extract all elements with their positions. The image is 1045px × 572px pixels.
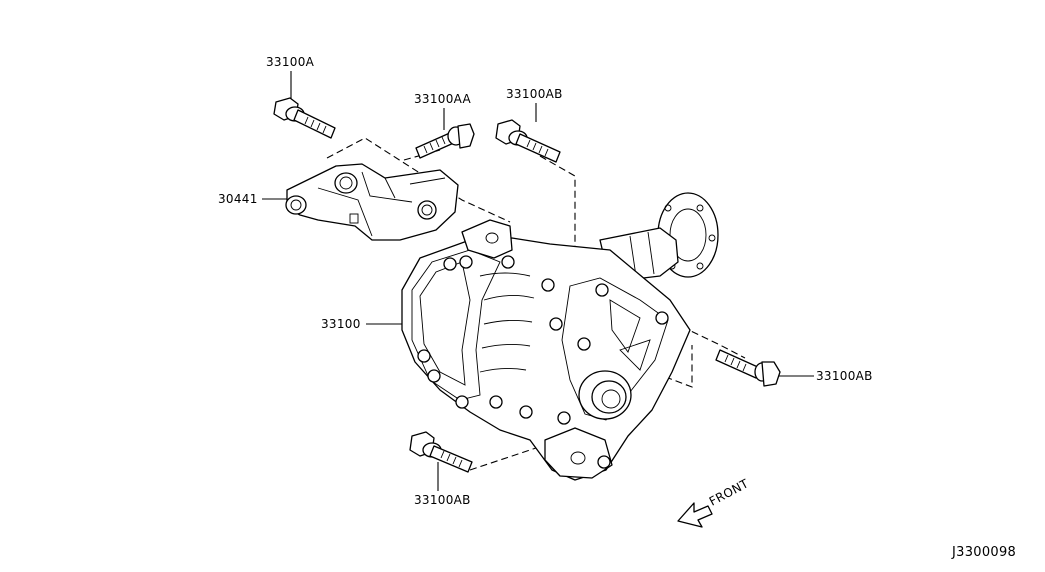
callout-label-bolt-bottom: 33100AB (414, 493, 471, 507)
diagram-code: J3300098 (951, 545, 1016, 560)
bolt-33100ab-bottom (409, 431, 473, 473)
front-direction-arrow-icon (677, 502, 713, 528)
bolt-33100a (273, 97, 336, 139)
housing-bolts (417, 255, 669, 469)
leader-lines (262, 71, 814, 491)
bracket-30441 (285, 163, 459, 241)
bolt-33100ab-top (495, 119, 561, 163)
front-direction-label: FRONT (707, 476, 751, 508)
callout-label-bolt-top-right: 33100AB (506, 87, 563, 101)
bolt-33100aa (415, 123, 475, 159)
callout-label-bolt-top-left: 33100A (266, 55, 315, 69)
bolt-33100ab-right (715, 349, 781, 387)
differential-assembly-33100 (401, 192, 719, 481)
callout-label-bolt-top-middle: 33100AA (414, 92, 472, 106)
callout-label-assembly: 33100 (321, 317, 361, 331)
callout-label-bolt-right: 33100AB (816, 369, 873, 383)
callout-label-bracket: 30441 (218, 192, 258, 206)
